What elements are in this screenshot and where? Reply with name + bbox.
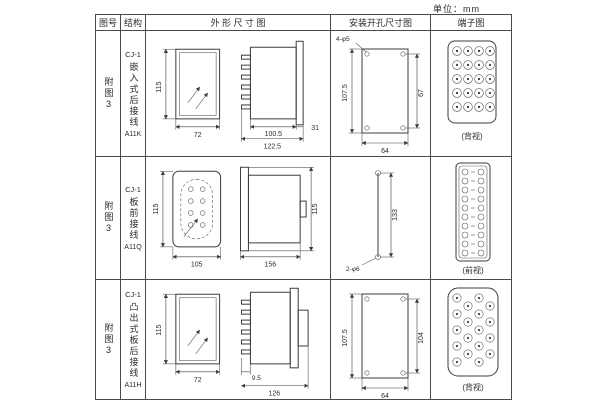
terminal-view-front-a11q: (前视) [455, 162, 491, 275]
dim-v2-label: 67 [418, 89, 425, 97]
holes-label: 4-φ5 [336, 36, 350, 43]
code-label: A11K [124, 130, 142, 138]
terminal-cell-row1: (背视) [431, 31, 511, 157]
terminal-view-label: (前视) [462, 265, 484, 275]
outline-drawing-a11k: 115 72 100.5 31 [156, 40, 319, 151]
unit-label: 单位：mm [433, 4, 480, 14]
dim-v1-label: 107.5 [342, 329, 349, 347]
fig-cell-row1: 附图3 [96, 31, 121, 157]
dim-h1-label: 64 [381, 148, 389, 155]
mounting-cell-row1: 4-φ5 107.5 67 64 [331, 31, 431, 157]
terminal-view-back-a11k: (背视) [447, 40, 497, 141]
dim-width-label: 72 [194, 132, 202, 139]
col-header-structure: 结构 [121, 15, 146, 31]
structure-label: 板前接线 [128, 197, 139, 241]
outline-drawing-a11h: 115 72 9.5 [156, 287, 309, 398]
dim-width-label: 105 [191, 262, 203, 269]
side-view-a11k: 100.5 31 122.5 [240, 40, 319, 151]
col-header-mounting: 安装开孔尺寸图 [331, 15, 431, 31]
fig-number: 附图3 [103, 76, 114, 111]
dim-pin-depth-label: 9.5 [252, 375, 261, 382]
col-header-structure-label: 结构 [123, 18, 142, 28]
dim-height-label: 115 [156, 81, 163, 92]
mounting-drawing-a11q: 133 2-φ6 [346, 170, 399, 273]
structure-label: 嵌入式后接线 [128, 61, 139, 128]
front-view-a11q: 115 105 [153, 170, 222, 269]
dim-v1-label: 107.5 [342, 84, 349, 102]
col-header-terminal-label: 端子图 [457, 18, 485, 28]
mounting-view-a11k: 4-φ5 107.5 67 64 [336, 36, 425, 155]
mounting-cell-row3: 107.5 104 64 [331, 280, 431, 400]
dim-total-depth-label: 122.5 [264, 144, 282, 151]
mounting-drawing-a11k: 4-φ5 107.5 67 64 [336, 36, 425, 155]
terminal-drawing-a11h: (背视) [447, 287, 499, 392]
outline-cell-row1: 115 72 100.5 31 [146, 31, 331, 157]
front-view-a11h: 115 72 [156, 293, 221, 384]
fig-cell-row2: 附图3 [96, 157, 121, 280]
terminal-view-back-a11h: (背视) [447, 287, 499, 392]
holes-label: 2-φ6 [346, 266, 360, 273]
dim-height-label: 115 [156, 324, 163, 335]
col-header-mounting-label: 安装开孔尺寸图 [348, 18, 412, 28]
terminal-view-label: (背视) [462, 382, 484, 392]
terminal-cell-row2: (前视) [431, 157, 511, 280]
structure-cell-row1: CJ-1 嵌入式后接线 A11K [121, 31, 146, 157]
terminal-drawing-a11k: (背视) [447, 40, 497, 141]
dim-v1-label: 133 [392, 209, 399, 221]
structure-cell-row2: CJ-1 板前接线 A11Q [121, 157, 146, 280]
dim-flange-label: 31 [311, 125, 319, 132]
mounting-cell-row2: 133 2-φ6 [331, 157, 431, 280]
col-header-terminal: 端子图 [431, 15, 511, 31]
structure-cell-row3: CJ-1 凸出式板后接线 A11H [121, 280, 146, 400]
mounting-view-a11q: 133 2-φ6 [346, 170, 399, 273]
terminal-view-label: (背视) [461, 131, 483, 141]
dim-width-label: 72 [194, 377, 202, 384]
model-label: CJ-1 [125, 290, 141, 299]
dim-depth-label: 156 [265, 262, 277, 269]
col-header-fig: 图号 [96, 15, 121, 31]
outline-drawing-a11q: 115 105 156 115 [153, 166, 319, 269]
dim-body-depth-label: 100.5 [265, 131, 283, 138]
mounting-view-a11h: 107.5 104 64 [342, 293, 425, 399]
dim-total-depth-label: 126 [268, 391, 280, 398]
col-header-fig-label: 图号 [98, 18, 117, 28]
dimension-table: 图号 结构 外 形 尺 寸 图 安装开孔尺寸图 端子图 附图3 CJ-1 嵌入式… [95, 14, 512, 400]
structure-label: 凸出式板后接线 [128, 302, 139, 379]
col-header-outline-label: 外 形 尺 寸 图 [210, 18, 266, 28]
dim-v2-label: 104 [418, 332, 425, 344]
side-view-a11q: 156 115 [239, 166, 319, 269]
terminal-cell-row3: (背视) [431, 280, 511, 400]
outline-cell-row3: 115 72 9.5 [146, 280, 331, 400]
col-header-outline: 外 形 尺 寸 图 [146, 15, 331, 31]
model-label: CJ-1 [125, 185, 141, 194]
mounting-drawing-a11h: 107.5 104 64 [342, 293, 425, 399]
dim-height-label: 115 [153, 203, 160, 214]
code-label: A11H [124, 382, 142, 389]
terminal-drawing-a11q: (前视) [455, 162, 491, 275]
front-view-a11k: 115 72 [156, 48, 221, 139]
outline-cell-row2: 115 105 156 115 [146, 157, 331, 280]
fig-number: 附图3 [103, 322, 114, 357]
dim-side-height-label: 115 [312, 203, 319, 214]
fig-cell-row3: 附图3 [96, 280, 121, 400]
fig-number: 附图3 [103, 201, 114, 235]
code-label: A11Q [124, 244, 142, 251]
model-label: CJ-1 [125, 49, 141, 59]
side-view-a11h: 9.5 126 [240, 287, 309, 398]
dim-h1-label: 64 [381, 393, 389, 399]
